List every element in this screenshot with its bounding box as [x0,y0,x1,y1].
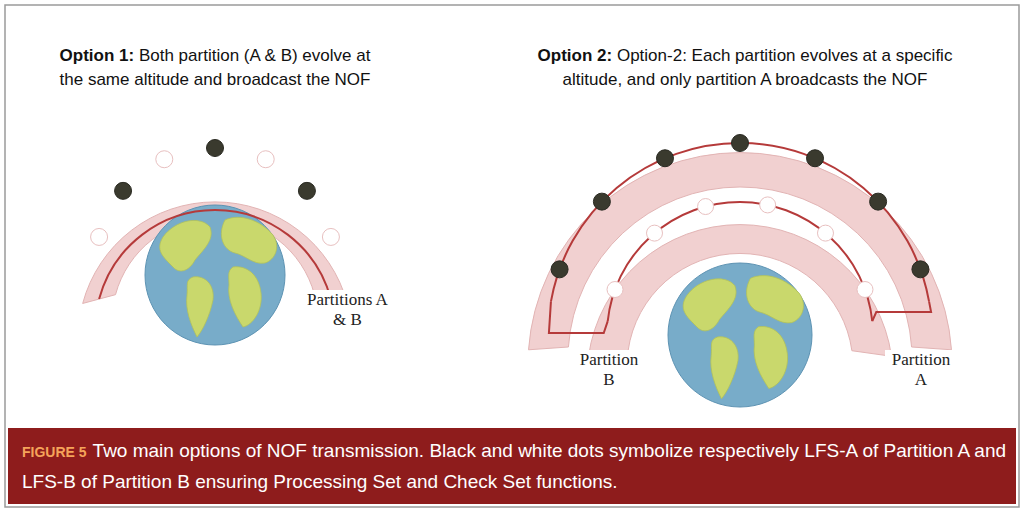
lfs-a-dot [732,135,749,152]
caption-block: FIGURE 5Two main options of NOF transmis… [22,436,1007,496]
heading: Option 2: Option-2: Each partition evolv… [520,44,970,92]
lfs-a-dot [807,150,824,167]
heading: Option 1: Both partition (A & B) evolve … [50,44,380,92]
lfs-a-dot [115,182,132,199]
partition-name: Partitions A & B [307,290,388,329]
lfs-b-dot [698,199,714,215]
lead-line [872,302,931,321]
orbit-line [608,202,873,321]
partition-name: Partition B [580,350,639,389]
lfs-b-dot [647,225,663,241]
earth-land [229,267,262,327]
lfs-a-dot [551,261,568,278]
partition-label: Partitions A & B [300,290,395,330]
lfs-b-dot [91,228,108,245]
lfs-a-dot [593,193,610,210]
lfs-a-dot [870,193,887,210]
lfs-b-dot [156,151,173,168]
earth-land [683,279,736,331]
lfs-b-dot [322,228,339,245]
earth-land [221,217,276,263]
lead-line [549,302,608,333]
figure-caption: Two main options of NOF transmission. Bl… [22,440,1006,492]
caption-bar: FIGURE 5Two main options of NOF transmis… [8,428,1016,504]
frame [5,5,1019,507]
earth-ocean [145,205,285,345]
satellite-dots [91,135,929,298]
earth-land [754,327,788,389]
lfs-b-dot [760,197,776,213]
orbit-lines [99,143,931,333]
option-heading: Option 1: [60,46,135,65]
lfs-a-dot [656,150,673,167]
lfs-b-dot [857,282,873,298]
earth-globes [145,205,812,407]
partition-name: Partition A [892,350,951,389]
lfs-b-dot [817,225,833,241]
lfs-b-dot [607,282,623,298]
partition-label: Partition B [573,350,645,390]
figure-number: FIGURE 5 [22,444,87,460]
earth-ocean [668,263,812,407]
lfs-a-dot [912,261,929,278]
lfs-a-dot [298,182,315,199]
orbit-line [99,210,331,299]
option-heading: Option 2: [538,46,613,65]
lfs-b-dot [257,151,274,168]
partition-label: Partition A [885,350,957,390]
earth-land [160,220,211,271]
earth-land [747,276,804,323]
lfs-a-dot [207,140,224,157]
earth-land [711,337,738,399]
option-description: Option-2: Each partition evolves at a sp… [563,46,953,89]
earth-land [187,277,214,337]
orbit-bands [83,153,952,357]
orbit-line [551,143,929,302]
